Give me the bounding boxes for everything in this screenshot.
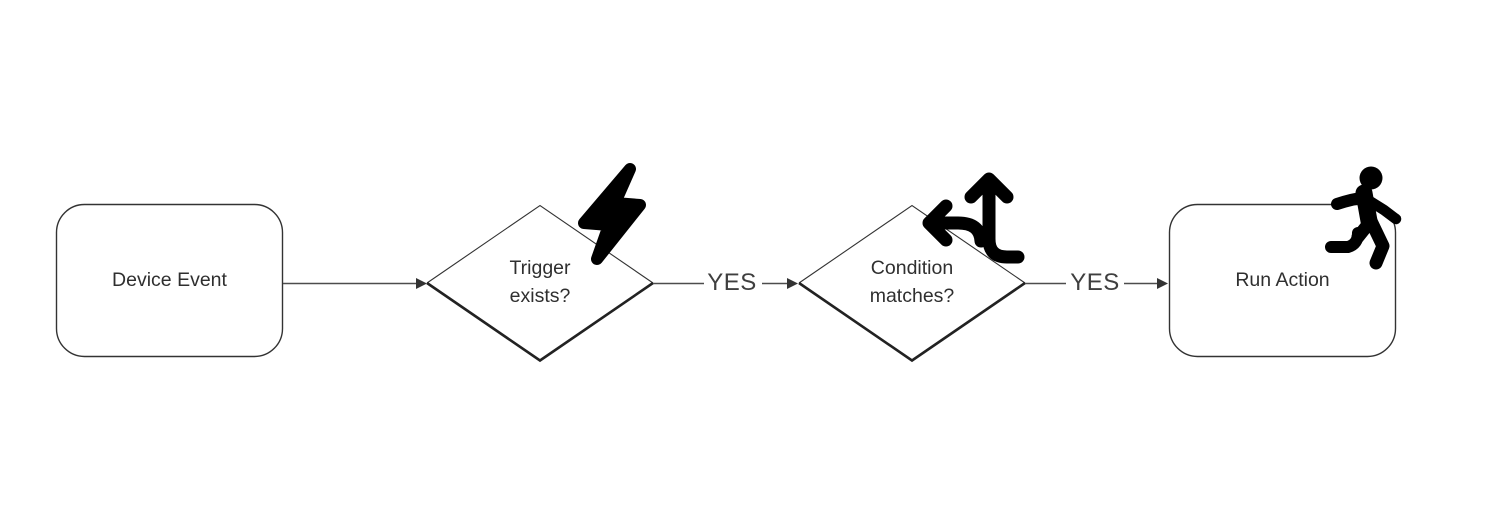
running-person-icon [1325, 166, 1402, 270]
node-condition-matches-shape [798, 204, 1026, 363]
edge-device-event-to-trigger [283, 278, 427, 289]
node-device-event-shape [55, 203, 284, 358]
lightning-bolt-icon [578, 163, 646, 265]
split-arrows-icon [922, 172, 1025, 264]
arrowhead-icon [1157, 278, 1168, 289]
arrowhead-icon [787, 278, 798, 289]
edge-trigger-to-condition [653, 278, 798, 289]
arrowhead-icon [416, 278, 427, 289]
edge-condition-to-run-action [1025, 278, 1168, 289]
